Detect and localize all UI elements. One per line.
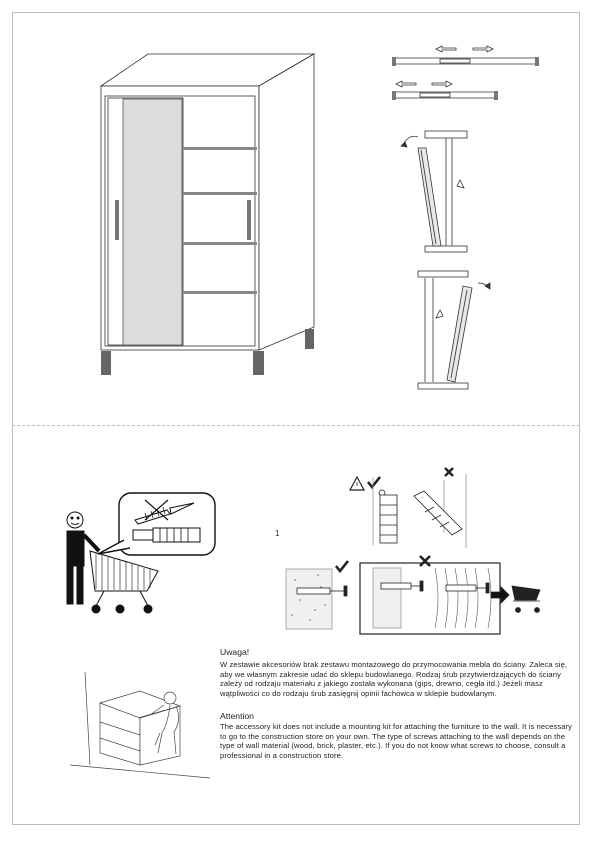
notice-en-heading: Attention (220, 711, 254, 722)
notice-pl-body: W zestawie akcesoriów brak zestawu monta… (220, 660, 568, 698)
door-install-diagram (400, 130, 468, 253)
section-divider (12, 425, 580, 426)
rail-adjust-diagram-2 (392, 80, 498, 100)
safety-notice: Uwaga! W zestawie akcesoriów brak zestaw… (220, 647, 580, 760)
step-number: 1 (275, 529, 280, 538)
wardrobe-illustration (99, 53, 316, 375)
door-insert-diagram (417, 270, 491, 390)
notice-en-body: The accessory kit does not include a mou… (220, 722, 573, 760)
shopping-person-illustration (66, 492, 216, 614)
wall-mount-person-illustration (69, 671, 211, 779)
wall-anchor-diagram (285, 467, 541, 635)
rail-adjust-diagram-1 (392, 45, 539, 66)
page-frame (12, 12, 580, 825)
notice-pl-heading: Uwaga! (220, 647, 250, 657)
